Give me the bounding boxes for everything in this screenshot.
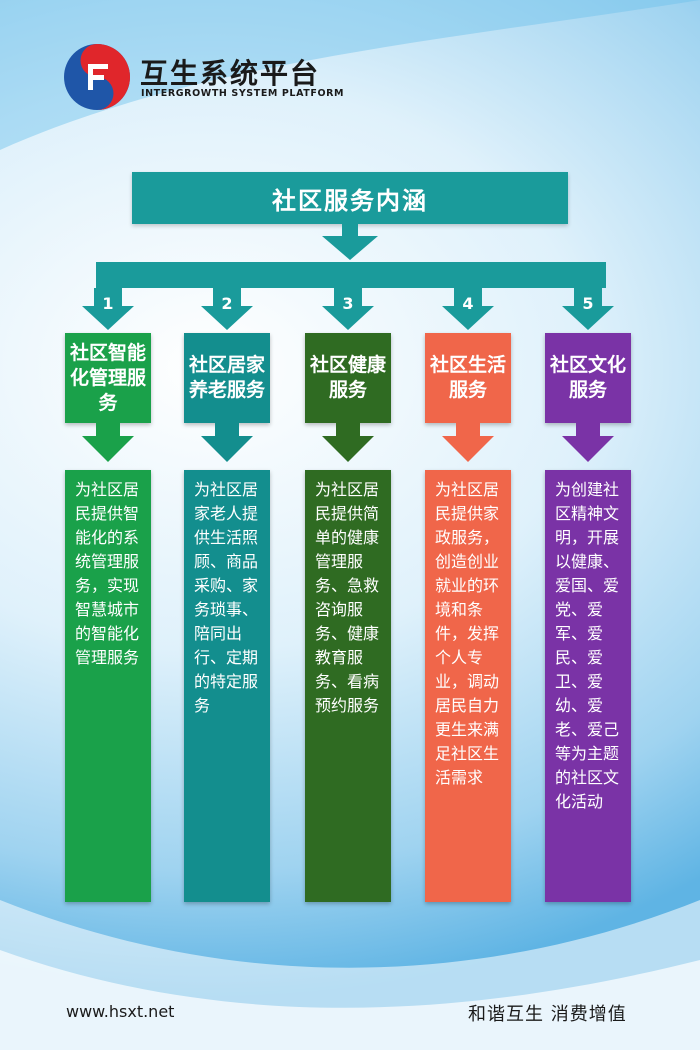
footer-url: www.hsxt.net [66, 1002, 175, 1021]
description-text: 为创建社区精神文明，开展以健康、爱国、爱党、爱军、爱民、爱卫、爱幼、爱老、爱己等… [555, 480, 620, 811]
category-box-5: 社区文化服务 [545, 333, 631, 423]
description-box-2: 为社区居家老人提供生活照顾、商品采购、家务琐事、陪同出行、定期的特定服务 [184, 470, 270, 902]
description-box-5: 为创建社区精神文明，开展以健康、爱国、爱党、爱军、爱民、爱卫、爱幼、爱老、爱己等… [545, 470, 631, 902]
brand-name: 互生系统平台 [140, 57, 321, 90]
description-text: 为社区居民提供简单的健康管理服务、急救咨询服务、健康教育服务、看病预约服务 [315, 480, 380, 715]
category-number-3: 3 [342, 294, 354, 313]
category-label: 社区居家养老服务 [189, 354, 266, 401]
category-label: 社区健康服务 [310, 354, 387, 401]
brand-logo-icon [64, 44, 130, 110]
category-number-5: 5 [582, 294, 594, 313]
category-box-4: 社区生活服务 [425, 333, 511, 423]
description-box-3: 为社区居民提供简单的健康管理服务、急救咨询服务、健康教育服务、看病预约服务 [305, 470, 391, 902]
description-text: 为社区居家老人提供生活照顾、商品采购、家务琐事、陪同出行、定期的特定服务 [194, 480, 259, 715]
category-label: 社区文化服务 [550, 354, 627, 401]
category-number-1: 1 [102, 294, 114, 313]
category-number-2: 2 [221, 294, 233, 313]
category-box-1: 社区智能化管理服务 [65, 333, 151, 423]
category-box-2: 社区居家养老服务 [184, 333, 270, 423]
description-text: 为社区居民提供家政服务，创造创业就业的环境和条件，发挥个人专业，调动居民自力更生… [435, 480, 500, 787]
brand-name-english: INTERGROWTH SYSTEM PLATFORM [141, 88, 345, 99]
category-box-3: 社区健康服务 [305, 333, 391, 423]
description-box-1: 为社区居民提供智能化的系统管理服务，实现智慧城市的智能化管理服务 [65, 470, 151, 902]
footer-slogan: 和谐互生 消费增值 [468, 1004, 627, 1025]
page-title: 社区服务内涵 [132, 172, 568, 224]
description-box-4: 为社区居民提供家政服务，创造创业就业的环境和条件，发挥个人专业，调动居民自力更生… [425, 470, 511, 902]
description-text: 为社区居民提供智能化的系统管理服务，实现智慧城市的智能化管理服务 [75, 480, 140, 667]
category-label: 社区生活服务 [430, 354, 507, 401]
category-number-4: 4 [462, 294, 474, 313]
category-label: 社区智能化管理服务 [70, 341, 147, 414]
